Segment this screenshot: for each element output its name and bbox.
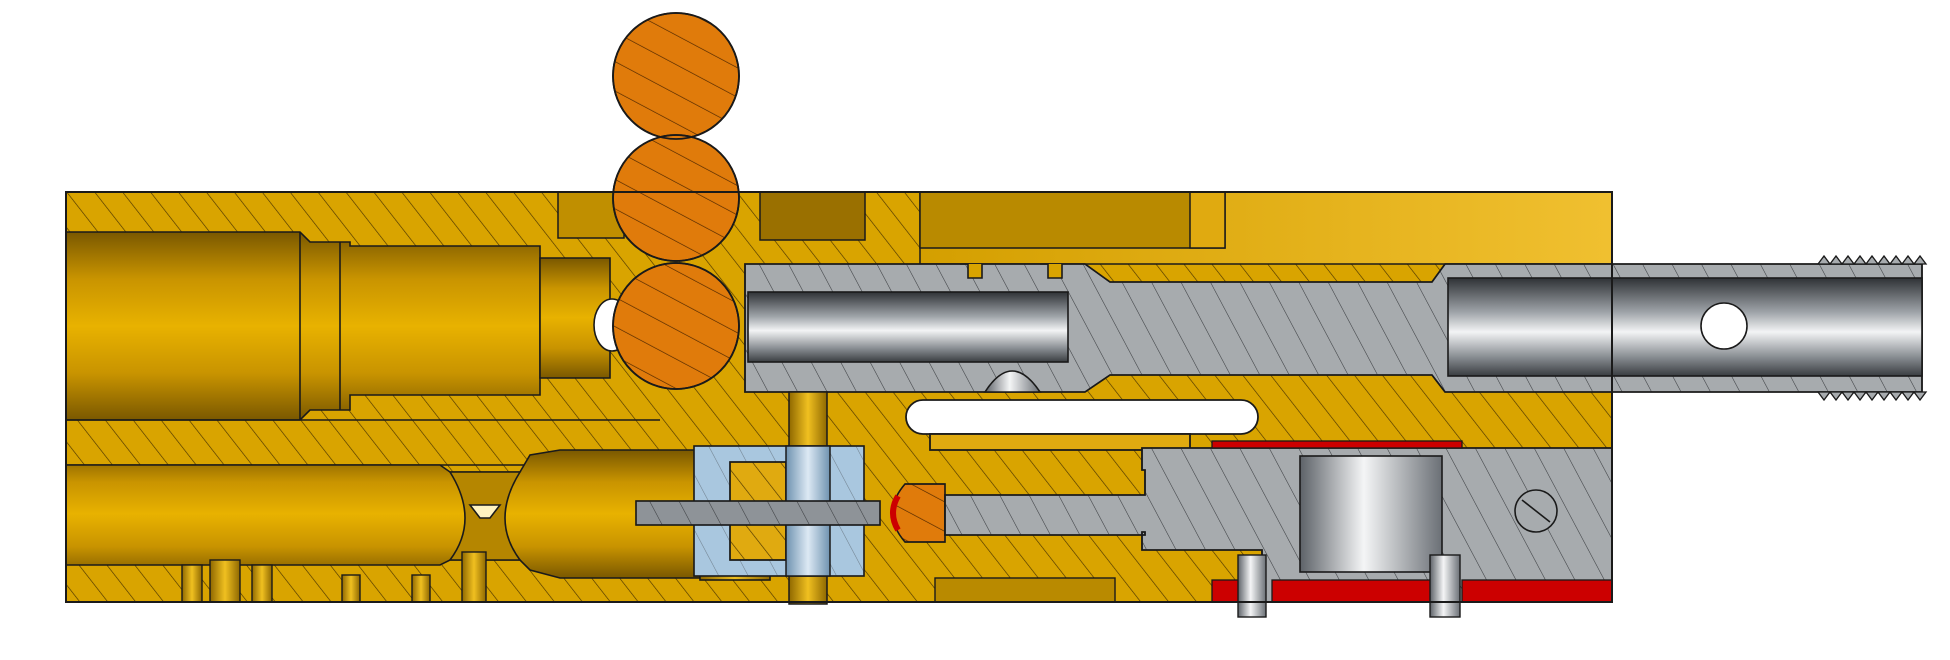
threaded-rod (635, 500, 881, 526)
upper-bore (65, 231, 631, 421)
elongated-slot (905, 399, 1259, 451)
red-seals (1211, 440, 1613, 603)
housing-outline (65, 191, 1613, 603)
bottom-slots (181, 551, 487, 603)
ball-stack (612, 12, 740, 390)
cross-hole (1700, 302, 1748, 350)
nut-cap (890, 483, 946, 543)
upper-plunger (744, 263, 1923, 393)
serrated-tip (1816, 254, 1928, 402)
bottom-bolts (934, 554, 1461, 618)
